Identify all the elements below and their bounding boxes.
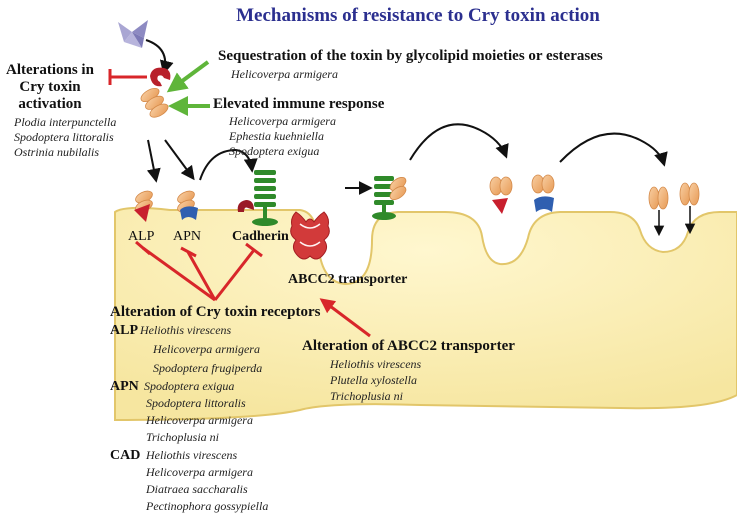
cadherin-label: Cadherin	[232, 229, 289, 244]
cad-species-4: Pectinophora gossypiella	[145, 499, 268, 513]
apn-species-4: Trichoplusia ni	[146, 430, 219, 444]
receptor-group-alp-label: ALP	[110, 323, 138, 338]
alp-species-3: Spodoptera frugiperda	[153, 361, 262, 375]
to-cadherin-arrow	[199, 148, 258, 181]
apn-species-3: Helicoverpa armigera	[145, 413, 253, 427]
abcc2-transporter	[290, 211, 330, 260]
abcc2-species-2: Plutella xylostella	[329, 373, 417, 387]
receptors-heading: Alteration of Cry toxin receptors	[110, 304, 321, 320]
apn-species-1: Spodoptera exigua	[144, 379, 234, 393]
cad-species-1: Heliothis virescens	[145, 448, 238, 462]
immune-species-3: Spodoptera exigua	[229, 144, 319, 158]
alp-receptor-with-toxin	[134, 190, 153, 222]
activation-species-3: Ostrinia nubilalis	[14, 145, 99, 159]
alp-species-1: Heliothis virescens	[139, 323, 232, 337]
apn-receptor-with-toxin	[177, 190, 198, 220]
cad-species-2: Helicoverpa armigera	[145, 465, 253, 479]
abcc2-alteration-arrow	[319, 298, 371, 338]
crystal-icon	[118, 20, 148, 48]
activation-heading-1: Alterations in	[6, 62, 95, 78]
activated-toxin-icon	[140, 87, 169, 118]
crystal-to-protease-arrow	[145, 39, 174, 75]
membrane	[114, 206, 737, 422]
cadherin-oligomer	[372, 176, 407, 220]
abcc2-label: ABCC2 transporter	[288, 272, 407, 287]
alp-label: ALP	[128, 229, 155, 244]
cadherin-receptor	[237, 170, 278, 226]
sequestration-species-1: Helicoverpa armigera	[230, 67, 338, 81]
to-pore-arrow	[559, 132, 668, 167]
activation-heading-2: Cry toxin	[19, 79, 81, 95]
abcc2-alteration-heading: Alteration of ABCC2 transporter	[302, 338, 515, 354]
alp-species-2: Helicoverpa armigera	[152, 342, 260, 356]
cad-species-3: Diatraea saccharalis	[145, 482, 248, 496]
pore-1	[648, 186, 669, 237]
sequestration-arrow	[166, 60, 210, 93]
receptor-inhibition-lines	[135, 240, 263, 302]
toxin-to-alp-arrow	[146, 139, 161, 183]
receptor-group-apn-label: APN	[110, 379, 139, 394]
oligomer-on-alp	[489, 176, 513, 214]
to-gpi-receptors-arrow	[409, 123, 509, 161]
diagram-title: Mechanisms of resistance to Cry toxin ac…	[236, 5, 600, 26]
oligomer-on-apn	[531, 174, 555, 212]
apn-label: APN	[173, 229, 201, 244]
immune-heading: Elevated immune response	[213, 96, 385, 112]
receptor-group-cad-label: CAD	[110, 448, 140, 463]
immune-species-2: Ephestia kuehniella	[228, 129, 324, 143]
toxin-to-apn-arrow	[164, 139, 195, 181]
abcc2-species-1: Heliothis virescens	[329, 357, 422, 371]
activation-species-2: Spodoptera littoralis	[14, 130, 114, 144]
pore-2	[679, 182, 700, 235]
sequestration-heading: Sequestration of the toxin by glycolipid…	[218, 48, 603, 64]
activation-heading-3: activation	[18, 96, 82, 112]
immune-species-1: Helicoverpa armigera	[228, 114, 336, 128]
abcc2-species-3: Trichoplusia ni	[330, 389, 403, 403]
protease-icon	[150, 67, 171, 87]
apn-species-2: Spodoptera littoralis	[146, 396, 246, 410]
activation-species-1: Plodia interpunctella	[13, 115, 116, 129]
